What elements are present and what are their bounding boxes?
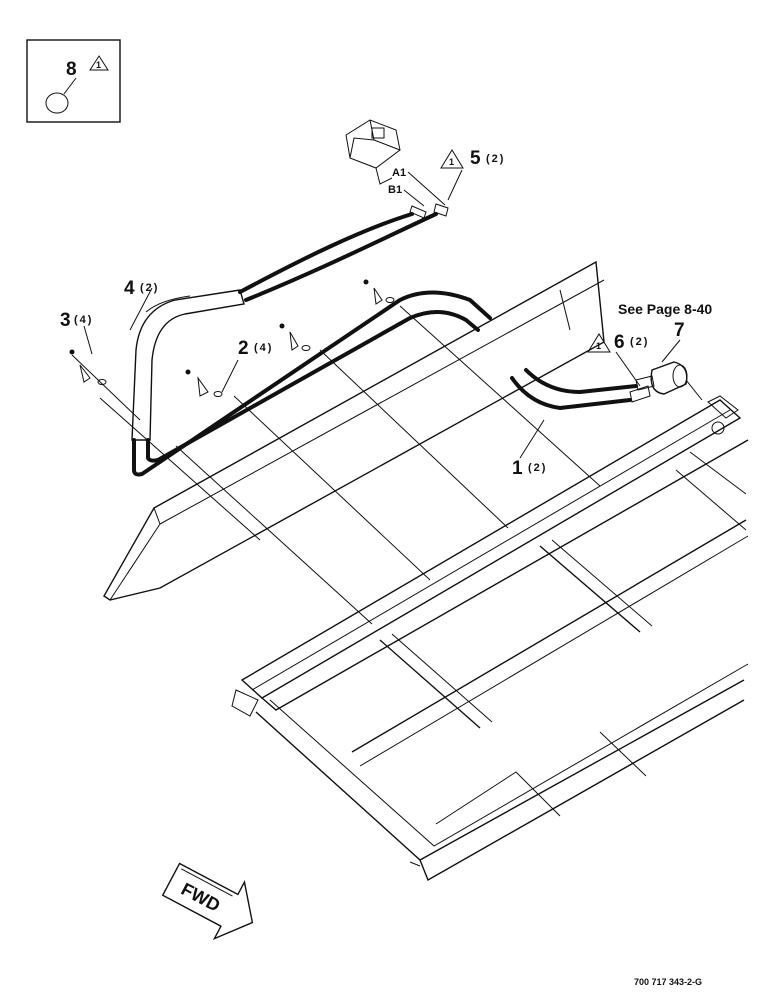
- shield-panel: [103, 260, 605, 601]
- callout-2-number: 2: [238, 338, 249, 359]
- svg-text:1: 1: [96, 60, 101, 70]
- callout-3-qty: (4): [74, 314, 93, 326]
- figure-number: 700 717 343-2-G: [634, 977, 702, 987]
- hose-clamp-item-2: [185, 279, 395, 397]
- leader-lines: [99, 305, 601, 625]
- callout-5-qty: (2): [486, 153, 505, 165]
- hose-assembly-item-4: [131, 212, 492, 477]
- callout-5-number: 5: [470, 148, 481, 169]
- control-valve-block: [345, 119, 401, 185]
- callout-2-qty: (4): [254, 342, 273, 354]
- revision-triangle-6: 1: [587, 333, 611, 353]
- callout-4-number: 4: [124, 278, 135, 299]
- port-label-b1: B1: [388, 184, 402, 196]
- forward-direction-arrow: FWD: [161, 862, 254, 940]
- callout-4-qty: (2): [140, 282, 159, 294]
- inset-box-item-8: 8 1: [26, 39, 121, 123]
- see-page-note: See Page 8-40: [618, 301, 712, 317]
- callout-3-number: 3: [60, 310, 71, 331]
- callout-6-number: 6: [614, 332, 625, 353]
- header-frame: [231, 439, 749, 882]
- svg-text:1: 1: [449, 157, 454, 167]
- callout-1-qty: (2): [528, 462, 547, 474]
- revision-triangle-5: 1: [440, 149, 464, 169]
- port-label-a1: A1: [392, 167, 406, 179]
- svg-text:1: 1: [596, 341, 601, 351]
- fitting-item-6: [629, 375, 655, 403]
- fwd-label: FWD: [178, 879, 224, 916]
- hose-clamp-item-3: [69, 349, 141, 421]
- callout-7-number: 7: [674, 320, 685, 341]
- hose-item-1: [510, 368, 638, 410]
- hydraulic-motor-item-7: [650, 361, 703, 401]
- callout-8-number: 8: [66, 59, 77, 80]
- callout-1-number: 1: [512, 458, 523, 479]
- reel-tube: [240, 395, 742, 699]
- revision-triangle-8: 1: [89, 55, 109, 71]
- callout-6-qty: (2): [630, 336, 649, 348]
